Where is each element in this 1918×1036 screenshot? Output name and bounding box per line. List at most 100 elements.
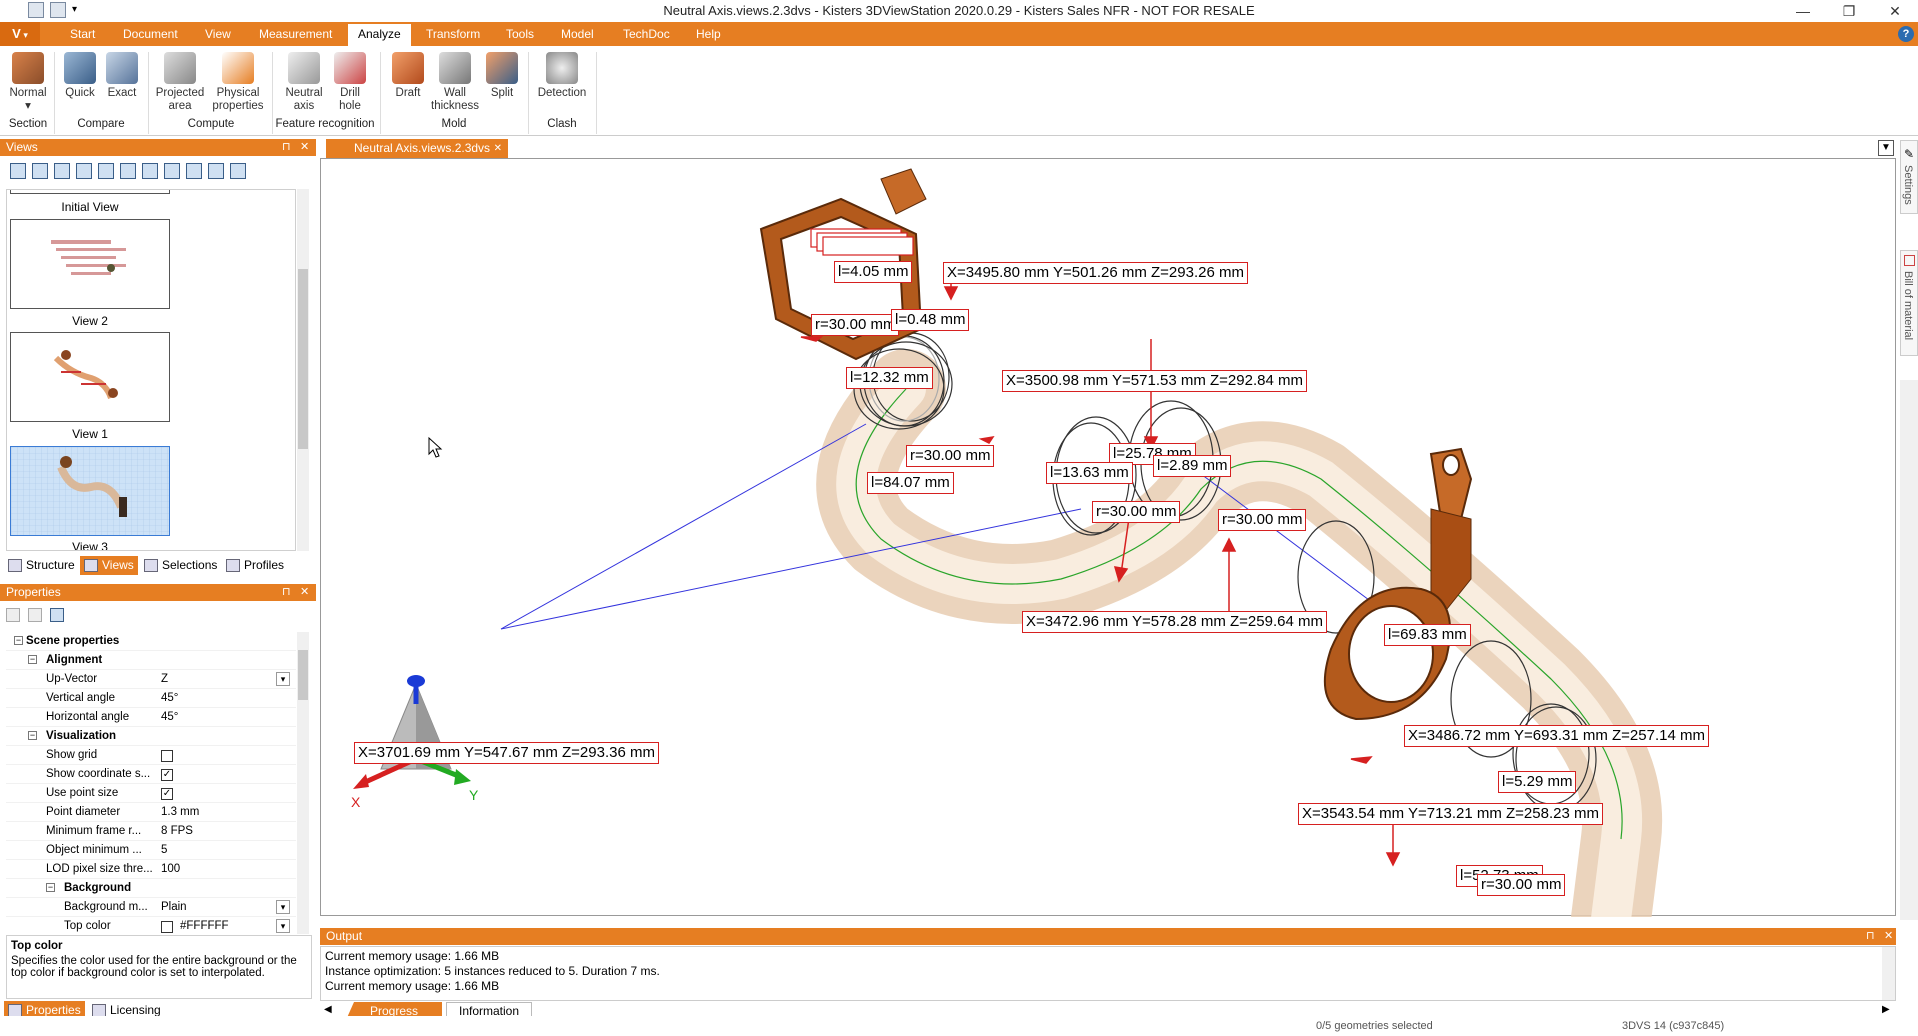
measurement-label[interactable]: l=69.83 mm [1384,624,1471,646]
menu-document[interactable]: Document [123,27,178,41]
update-view-icon[interactable] [54,163,70,179]
property-row[interactable]: Top color#FFFFFF▾ [6,917,296,934]
chevron-down-icon[interactable]: ▾ [276,672,290,686]
tab-settings[interactable]: ✎ Settings [1900,140,1918,214]
refresh-icon[interactable] [186,163,202,179]
color-swatch[interactable] [161,921,173,933]
measurement-label[interactable]: l=4.05 mm [834,261,913,283]
tab-structure[interactable]: Structure [4,556,79,575]
property-row[interactable]: LOD pixel size thre...100 [6,860,296,879]
measurement-label[interactable]: r=30.00 mm [1477,874,1566,896]
property-row[interactable]: Background m...Plain▾ [6,898,296,917]
next-view-icon[interactable] [142,163,158,179]
close-icon[interactable]: ✕ [493,143,502,154]
property-row[interactable]: Use point size✓ [6,784,296,803]
home-view-icon[interactable] [10,163,26,179]
measurement-label[interactable]: X=3495.80 mm Y=501.26 mm Z=293.26 mm [943,262,1248,284]
measurement-label[interactable]: l=13.63 mm [1046,462,1133,484]
clash-detection-button[interactable]: Detection [534,52,590,100]
compare-quick-button[interactable]: Quick [60,52,100,100]
measurement-label[interactable]: X=3500.98 mm Y=571.53 mm Z=292.84 mm [1002,370,1307,392]
measurement-label[interactable]: r=30.00 mm [906,445,995,467]
menu-model[interactable]: Model [561,27,594,41]
menu-start[interactable]: Start [70,27,96,41]
measurement-label[interactable]: X=3486.72 mm Y=693.31 mm Z=257.14 mm [1404,725,1709,747]
collapse-icon[interactable]: − [46,882,55,892]
import-icon[interactable] [230,163,246,179]
background-mode-select[interactable]: Plain [161,901,187,913]
measurement-label[interactable]: r=30.00 mm [811,314,900,336]
view-thumbnail[interactable] [10,219,170,309]
menu-transform[interactable]: Transform [426,27,481,41]
measurement-label[interactable]: l=25.78 mm [1109,443,1196,465]
property-row[interactable]: −Scene properties [6,632,296,651]
measurement-label[interactable]: X=3701.69 mm Y=547.67 mm Z=293.36 mm [354,742,659,764]
measurement-label[interactable]: l=0.48 mm [891,309,970,331]
close-icon[interactable]: ✕ [300,586,310,598]
restore-button[interactable]: ❐ [1842,3,1856,19]
tab-progress[interactable]: Progress [346,1002,442,1020]
delete-view-icon[interactable] [76,163,92,179]
close-icon[interactable]: ✕ [1884,930,1894,942]
close-icon[interactable]: ✕ [300,141,310,153]
chevron-down-icon[interactable]: ▾ [276,900,290,914]
pin-icon[interactable]: ⊓ [1866,930,1875,942]
menu-tools[interactable]: Tools [506,27,535,41]
show-grid-checkbox[interactable] [161,750,173,762]
3d-viewport[interactable]: X Y l=4.05 mm X=3495.80 mm Y=501.26 mm Z… [320,158,1896,917]
show-coordinate-system-checkbox[interactable]: ✓ [161,769,173,781]
previous-view-icon[interactable] [98,163,114,179]
view-label[interactable]: View 1 [72,427,108,441]
categorized-icon[interactable] [6,608,20,622]
collapse-icon[interactable]: − [14,635,23,645]
property-row[interactable]: −Visualization [6,727,296,746]
measurement-label[interactable]: l=5.29 mm [1498,771,1577,793]
add-view-icon[interactable] [32,163,48,179]
pin-icon[interactable]: ⊓ [282,586,291,598]
export-icon[interactable] [208,163,224,179]
measurement-label[interactable]: l=2.89 mm [1153,455,1232,477]
tab-bill-of-material[interactable]: Bill of material [1900,250,1918,356]
properties-scrollbar[interactable] [297,632,309,934]
tab-profiles[interactable]: Profiles [222,556,288,575]
draft-button[interactable]: Draft [388,52,428,100]
split-button[interactable]: Split [484,52,520,100]
save-icon[interactable] [28,2,44,18]
menu-measurement[interactable]: Measurement [259,27,333,41]
minimize-button[interactable]: — [1796,3,1810,19]
chevron-down-icon[interactable]: ▾ [72,4,78,15]
measurement-label[interactable]: l=84.07 mm [867,472,954,494]
view-settings-icon[interactable] [164,163,180,179]
view-thumbnail[interactable] [10,332,170,422]
menu-techdoc[interactable]: TechDoc [623,27,670,41]
measurement-label[interactable]: X=3543.54 mm Y=713.21 mm Z=258.23 mm [1298,803,1603,825]
property-row[interactable]: Object minimum ...5 [6,841,296,860]
help-icon[interactable]: ? [1898,26,1914,42]
measurement-label[interactable]: X=3472.96 mm Y=578.28 mm Z=259.64 mm [1022,611,1327,633]
menu-view[interactable]: View [205,27,231,41]
output-scrollbar[interactable] [1882,947,1895,1000]
section-normal-button[interactable]: Normal▾ [6,52,50,113]
view-thumbnail[interactable] [10,446,170,536]
collapse-icon[interactable]: − [28,654,37,664]
view-label[interactable]: Initial View [61,200,119,214]
measurement-label[interactable]: l=12.32 mm [846,367,933,389]
filter-icon[interactable] [50,608,64,622]
scroll-left-icon[interactable]: ◀ [324,1004,332,1015]
property-row[interactable]: Show coordinate s...✓ [6,765,296,784]
scroll-right-icon[interactable]: ▶ [1882,1004,1890,1015]
view-label[interactable]: View 2 [72,314,108,328]
save-as-icon[interactable] [50,2,66,18]
view-label[interactable]: View 3 [72,540,108,551]
measurement-label[interactable]: r=30.00 mm [1218,509,1307,531]
menu-analyze[interactable]: Analyze [348,24,411,46]
chevron-down-icon[interactable]: ▾ [276,919,290,933]
use-point-size-checkbox[interactable]: ✓ [161,788,173,800]
